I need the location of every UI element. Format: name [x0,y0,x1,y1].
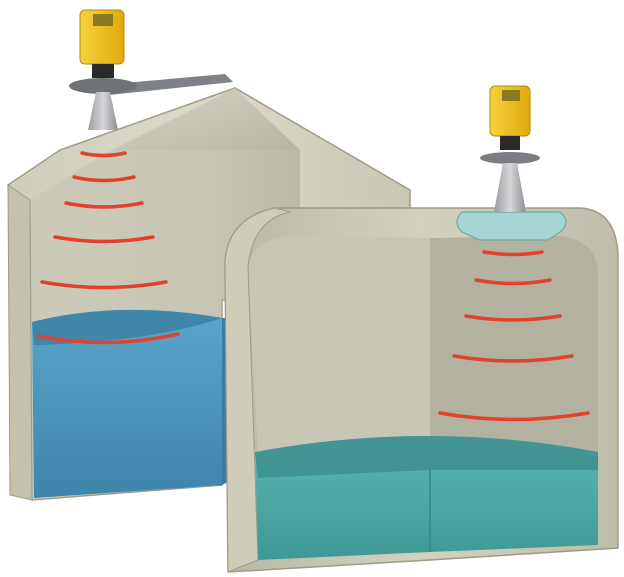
left-silo-cut-edge [8,185,32,500]
right-tank-flange [457,212,566,240]
left-sensor-flange [69,78,137,94]
right-sensor-flange [480,152,540,164]
right-sensor-display [502,90,520,101]
right-tank-inner-wall [248,236,430,455]
right-radar-sensor [480,86,540,212]
right-sensor-horn [494,163,526,212]
right-tank [225,208,618,572]
left-sensor-display [93,14,113,26]
left-sensor-horn [88,92,118,130]
right-tank-inner-wall-right [430,236,598,455]
left-radar-sensor [69,10,137,130]
left-sensor-neck [92,64,114,78]
right-sensor-neck [500,136,520,150]
